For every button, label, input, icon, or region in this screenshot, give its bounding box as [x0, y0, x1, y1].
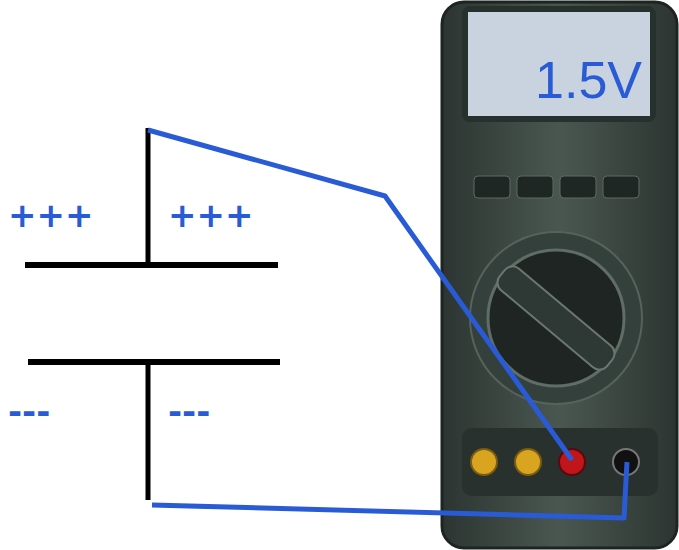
test-lead-wire [148, 130, 572, 460]
dial [488, 250, 624, 386]
charge-sign: --- [168, 394, 210, 428]
button [603, 176, 639, 198]
test-lead-wire [152, 462, 627, 518]
jack [515, 449, 541, 475]
capacitor-lead [146, 362, 151, 500]
jack [559, 449, 585, 475]
charge-sign: +++ [168, 198, 253, 232]
multimeter-body [442, 2, 677, 548]
button [560, 176, 596, 198]
charge-sign: +++ [8, 198, 93, 232]
meter-display: 1.5V [468, 12, 650, 116]
display-reading: 1.5V [535, 54, 642, 106]
charge-sign: --- [8, 394, 50, 428]
jack-panel [462, 428, 658, 496]
capacitor-lead [146, 128, 151, 265]
capacitor-plate [25, 262, 278, 268]
button [474, 176, 510, 198]
jack [471, 449, 497, 475]
capacitor-plate [28, 359, 280, 365]
dial-face [470, 232, 642, 404]
dial-knob [493, 262, 618, 373]
display-bezel [462, 6, 656, 122]
button [517, 176, 553, 198]
